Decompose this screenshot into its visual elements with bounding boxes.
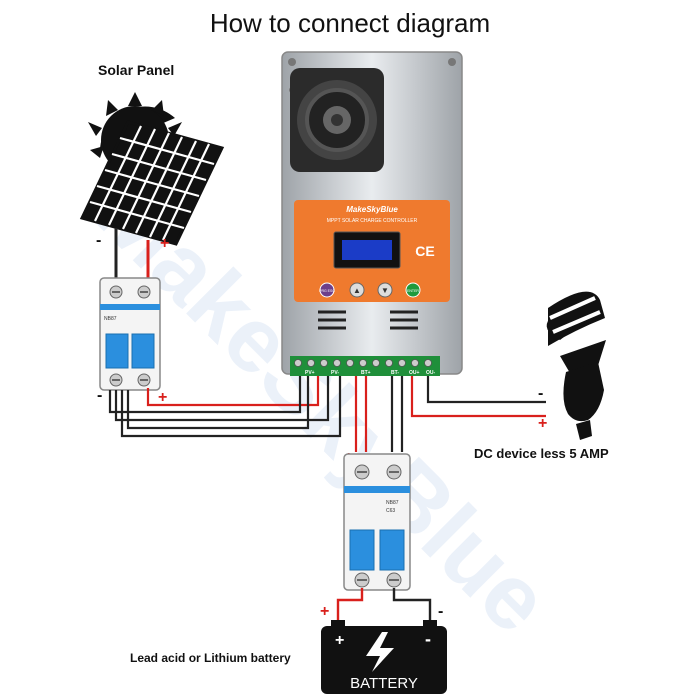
up-arrow-icon: ▲ <box>353 286 361 295</box>
battery-icon: + - BATTERY <box>321 620 447 694</box>
wire-pv-negative-4 <box>126 376 310 430</box>
terminal-pv-plus: PV+ <box>305 370 315 376</box>
battery-minus-terminal: - <box>425 629 431 649</box>
breaker-model-text: NB87 <box>104 316 117 322</box>
enter-label: ENTER <box>407 289 419 293</box>
battery-lead-minus: - <box>438 603 443 620</box>
wire-pv-negative-1 <box>108 376 302 414</box>
wire-pv-negative-3 <box>120 376 342 438</box>
lightning-bolt-icon <box>366 632 394 672</box>
solar-breaker-plus: + <box>158 389 167 406</box>
battery-breaker: NB87 C63 <box>343 453 411 591</box>
terminal-pv-minus: PV- <box>331 370 339 376</box>
solar-panel <box>79 120 225 246</box>
solar-breaker: NB87 <box>99 277 161 391</box>
dc-device-label: DC device less 5 AMP <box>474 446 609 461</box>
prg-esc-label: PRG ESC <box>319 289 335 293</box>
enter-button[interactable] <box>405 282 421 298</box>
wire-load-negative <box>426 376 546 404</box>
controller-brand: MakeSkyBlue <box>346 205 398 214</box>
light-bulb-icon <box>546 291 606 440</box>
wire-load-positive <box>410 376 546 418</box>
wire-pv-negative-2 <box>114 376 330 422</box>
solar-panel-label: Solar Panel <box>98 62 175 78</box>
solar-breaker-minus: - <box>97 387 102 404</box>
wire-pv-positive <box>146 376 320 407</box>
breaker2-rating-text: C63 <box>386 508 395 514</box>
fan-icon <box>290 68 384 172</box>
up-button[interactable] <box>349 282 365 298</box>
solar-minus-sign: - <box>96 232 101 249</box>
breaker2-model-text: NB87 <box>386 500 399 506</box>
wire-battery-negative <box>392 588 432 622</box>
battery-label: BATTERY <box>350 675 418 692</box>
vent-slots <box>318 310 418 330</box>
ce-mark: CE <box>415 243 434 259</box>
battery-plus-terminal: + <box>335 632 344 649</box>
terminal-ou-minus: OU- <box>426 370 436 376</box>
load-plus-sign: + <box>538 415 547 432</box>
terminal-ou-plus: OU+ <box>409 370 420 376</box>
battery-lead-plus: + <box>320 603 329 620</box>
charge-controller: MakeSkyBlue MPPT SOLAR CHARGE CONTROLLER… <box>281 51 463 376</box>
load-minus-sign: - <box>538 385 543 402</box>
page-title: How to connect diagram <box>209 8 491 38</box>
controller-subtitle: MPPT SOLAR CHARGE CONTROLLER <box>327 218 418 224</box>
prg-esc-button[interactable] <box>319 282 335 298</box>
solar-plus-sign: + <box>160 235 169 252</box>
terminal-bt-minus: BT- <box>391 370 399 376</box>
down-button[interactable] <box>377 282 393 298</box>
down-arrow-icon: ▼ <box>381 286 389 295</box>
wire-battery-positive <box>336 588 364 622</box>
terminal-bt-plus: BT+ <box>361 370 371 376</box>
battery-caption: Lead acid or Lithium battery <box>130 651 291 665</box>
